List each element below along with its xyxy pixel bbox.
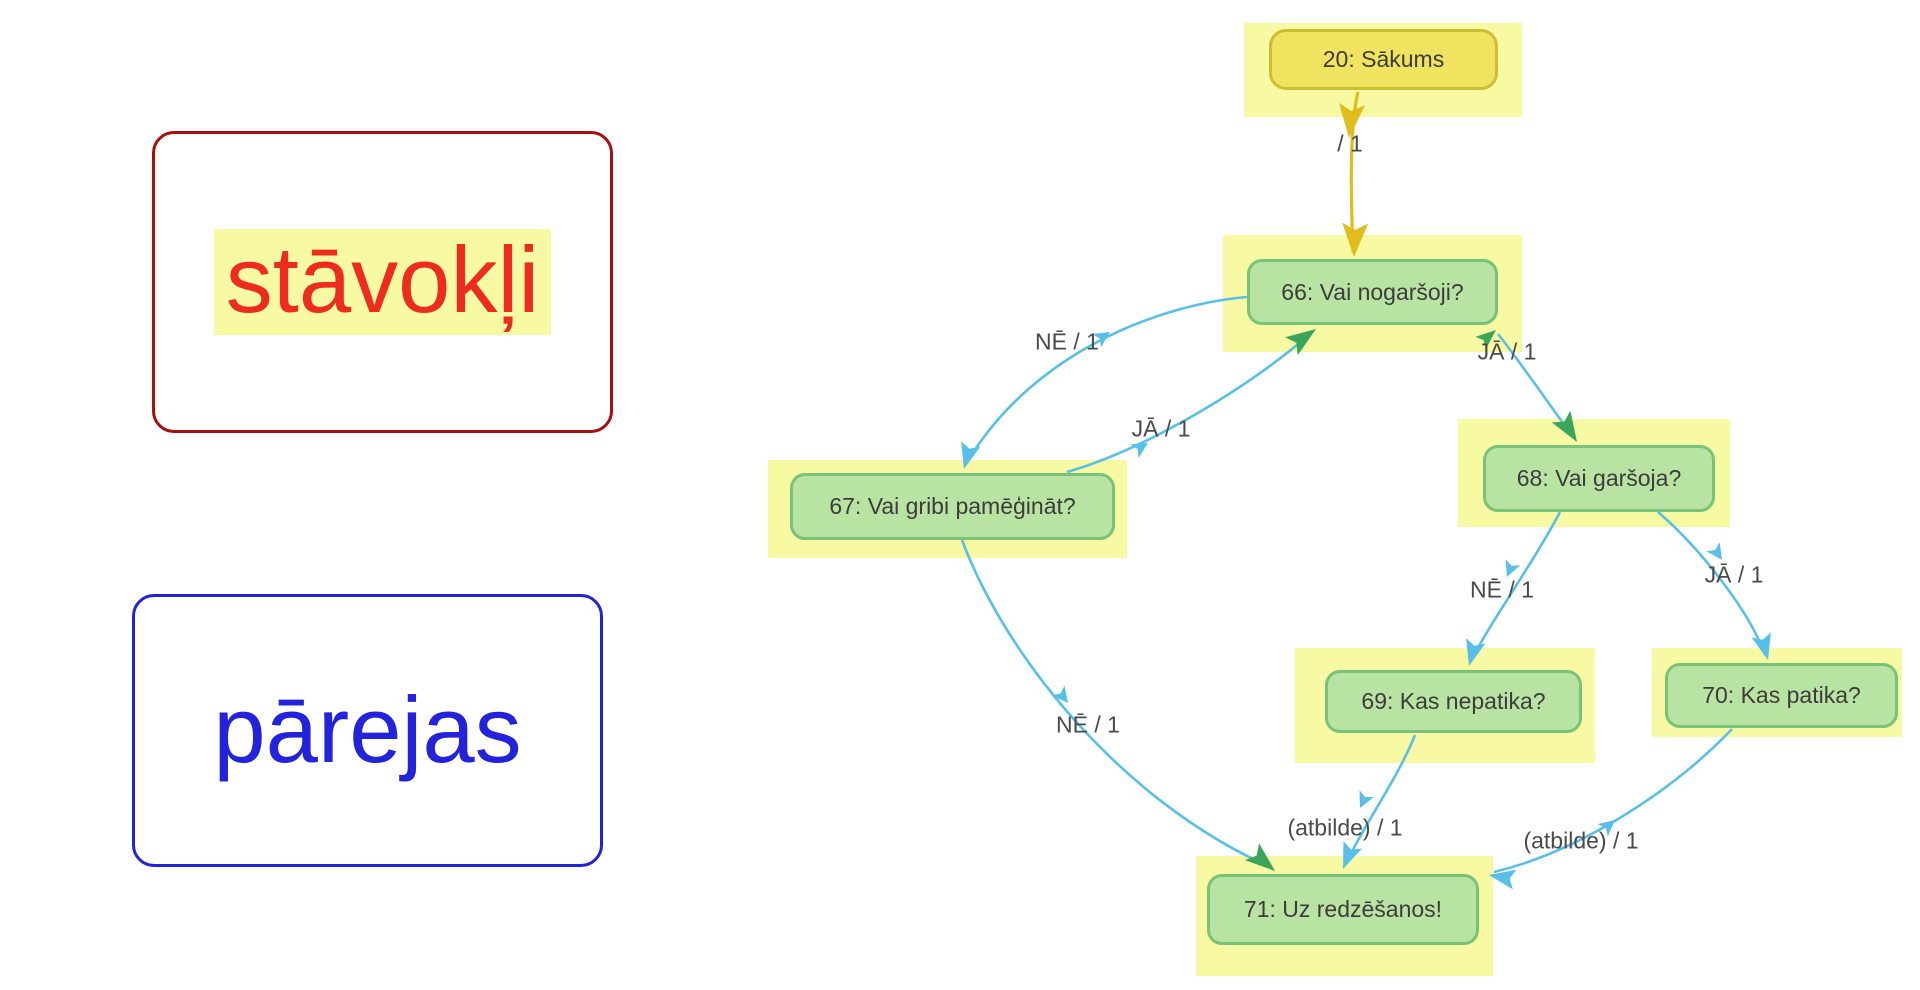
- edge-label-66-68: JĀ / 1: [1477, 338, 1537, 365]
- node-66-vai-nogarsoji[interactable]: 66: Vai nogaršoji?: [1247, 259, 1498, 325]
- edge-label-67-71: NĒ / 1: [1056, 711, 1120, 738]
- edge-label-70-71: (atbilde) / 1: [1523, 827, 1639, 854]
- edge-66-67: [964, 295, 1248, 465]
- edge-label-68-70: JĀ / 1: [1704, 561, 1764, 588]
- transitions-legend-box: pārejas: [132, 594, 603, 867]
- node-20-sakums[interactable]: 20: Sākums: [1269, 29, 1498, 90]
- arrowhead-mid-69-71: [1359, 790, 1375, 808]
- edge-67-71: [960, 539, 1271, 869]
- edge-label-67-66: JĀ / 1: [1131, 415, 1191, 442]
- node-68-vai-garsoja[interactable]: 68: Vai garšoja?: [1483, 445, 1715, 512]
- states-legend-box: stāvokļi: [152, 131, 613, 433]
- transitions-label: pārejas: [213, 677, 522, 783]
- edge-label-69-71: (atbilde) / 1: [1287, 814, 1403, 841]
- node-67-vai-gribi-pameginat[interactable]: 67: Vai gribi pamēģināt?: [790, 473, 1115, 540]
- edge-label-20-66: / 1: [1337, 130, 1363, 157]
- edge-label-68-69: NĒ / 1: [1470, 576, 1534, 603]
- node-69-kas-nepatika[interactable]: 69: Kas nepatika?: [1325, 670, 1582, 733]
- node-71-uz-redzesanos[interactable]: 71: Uz redzēšanos!: [1207, 874, 1479, 945]
- edge-label-66-67: NĒ / 1: [1035, 328, 1099, 355]
- node-70-kas-patika[interactable]: 70: Kas patika?: [1665, 663, 1898, 728]
- states-label: stāvokļi: [213, 228, 552, 336]
- arrowhead-mid-67-71: [1051, 685, 1068, 703]
- edge-67-66: [1066, 332, 1312, 474]
